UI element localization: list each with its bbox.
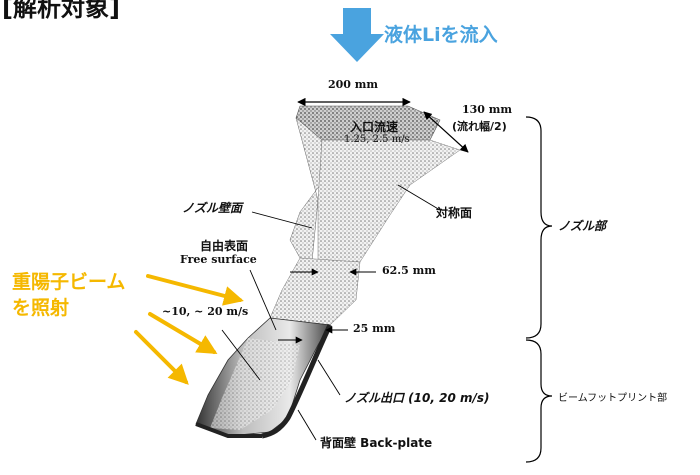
nozzle-exit-label: ノズル出口 (10, 20 m/s) bbox=[344, 391, 490, 405]
depth-dimension-line bbox=[423, 111, 469, 153]
leader-free-surface bbox=[249, 269, 277, 331]
beam-arrows bbox=[134, 274, 244, 385]
nozzle-section-brace bbox=[525, 116, 553, 339]
leader-back-plate bbox=[297, 409, 317, 441]
inflow-arrow bbox=[330, 8, 384, 62]
nozzle-wall-label: ノズル壁面 bbox=[182, 201, 243, 215]
depth-dimension-note: (流れ幅/2) bbox=[452, 120, 507, 133]
inlet-velocity-title: 入口流速 bbox=[350, 120, 399, 134]
exit-dimension-label: 25 mm bbox=[353, 322, 396, 335]
inflow-label: 液体Liを流入 bbox=[384, 24, 498, 46]
leader-speed bbox=[221, 329, 261, 381]
free-surface-label-en: Free surface bbox=[180, 253, 257, 266]
nozzle-body bbox=[195, 105, 461, 439]
symmetry-plane-label: 対称面 bbox=[436, 206, 473, 220]
leader-nozzle-exit bbox=[317, 359, 341, 396]
width-dimension-label: 200 mm bbox=[328, 78, 379, 91]
depth-dimension-label: 130 mm bbox=[462, 103, 513, 116]
beam-label-line1: 重陽子ビーム bbox=[12, 271, 126, 293]
nozzle-section-label: ノズル部 bbox=[558, 219, 607, 233]
back-plate-label: 背面壁 Back-plate bbox=[320, 436, 433, 450]
speed-range-label: ~10, ~ 20 m/s bbox=[162, 305, 249, 318]
inlet-velocity-value: 1.25, 2.5 m/s bbox=[344, 134, 410, 145]
beam-label-line2: を照射 bbox=[12, 297, 70, 319]
leader-nozzle-wall bbox=[251, 211, 313, 229]
footprint-section-label: ビームフットプリント部 bbox=[558, 393, 668, 404]
page-title: [解析対象] bbox=[2, 0, 120, 22]
free-surface-label-jp: 自由表面 bbox=[200, 239, 249, 253]
leader-symmetry bbox=[397, 184, 441, 211]
footprint-section-brace bbox=[525, 339, 553, 463]
throat-dimension-label: 62.5 mm bbox=[382, 264, 436, 277]
